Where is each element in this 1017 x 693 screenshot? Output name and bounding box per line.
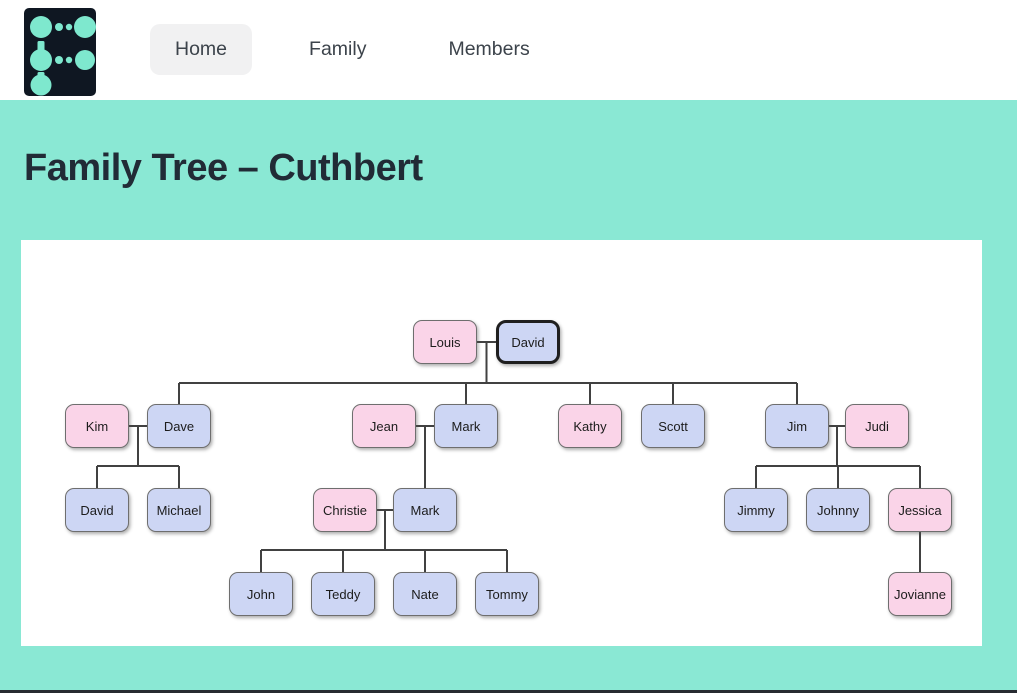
nav-item-members[interactable]: Members: [448, 38, 530, 60]
tree-node-jim[interactable]: Jim: [765, 404, 829, 448]
tree-node-mark1[interactable]: Mark: [434, 404, 498, 448]
tree-node-louis[interactable]: Louis: [413, 320, 477, 364]
app-logo-icon[interactable]: [24, 8, 96, 96]
tree-connector-lines: [96, 341, 921, 572]
tree-node-scott[interactable]: Scott: [641, 404, 705, 448]
app-header: Home Family Members: [0, 0, 1017, 100]
page-title: Family Tree – Cuthbert: [24, 147, 423, 189]
tree-node-jean[interactable]: Jean: [352, 404, 416, 448]
window-bottom-edge: [0, 690, 1017, 693]
tree-node-kim[interactable]: Kim: [65, 404, 129, 448]
tree-node-christie[interactable]: Christie: [313, 488, 377, 532]
tree-node-teddy[interactable]: Teddy: [311, 572, 375, 616]
tree-node-david2[interactable]: David: [65, 488, 129, 532]
tree-node-johnny[interactable]: Johnny: [806, 488, 870, 532]
nav-item-family[interactable]: Family: [309, 38, 367, 60]
tree-node-david1[interactable]: David: [496, 320, 560, 364]
tree-node-kathy[interactable]: Kathy: [558, 404, 622, 448]
nav-item-home[interactable]: Home: [150, 24, 253, 75]
tree-node-jovianne[interactable]: Jovianne: [888, 572, 952, 616]
tree-node-nate[interactable]: Nate: [393, 572, 457, 616]
tree-node-john[interactable]: John: [229, 572, 293, 616]
main-nav: Home Family Members: [150, 24, 555, 75]
tree-node-michael[interactable]: Michael: [147, 488, 211, 532]
tree-node-dave[interactable]: Dave: [147, 404, 211, 448]
tree-node-jessica[interactable]: Jessica: [888, 488, 952, 532]
tree-node-jimmy[interactable]: Jimmy: [724, 488, 788, 532]
tree-node-tommy[interactable]: Tommy: [475, 572, 539, 616]
tree-node-judi[interactable]: Judi: [845, 404, 909, 448]
tree-node-mark2[interactable]: Mark: [393, 488, 457, 532]
